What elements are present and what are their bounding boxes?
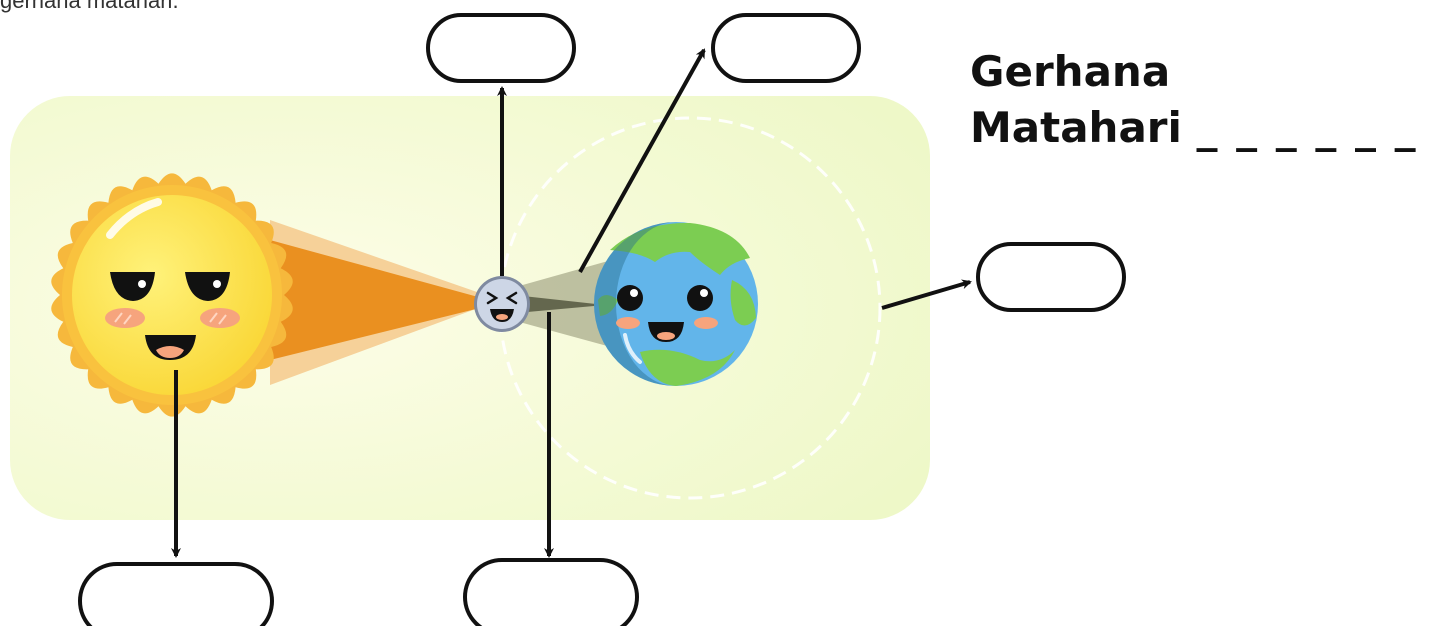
- arrow-shadow-up: [578, 48, 706, 273]
- label-box-top-right[interactable]: [711, 13, 861, 83]
- label-box-top-moon[interactable]: [426, 13, 576, 83]
- sun-icon: [51, 173, 293, 417]
- arrow-orbit-right: [881, 279, 972, 310]
- moon-icon: [474, 276, 530, 332]
- label-box-orbit[interactable]: [976, 242, 1126, 312]
- label-box-sun[interactable]: [78, 562, 274, 626]
- moon-umbra-shadow: [505, 294, 605, 314]
- diagram-title: Gerhana Matahari _ _ _ _ _ _ _: [970, 44, 1434, 156]
- label-box-shadow[interactable]: [463, 558, 639, 626]
- title-line-2: Matahari _ _ _ _ _ _ _: [970, 100, 1434, 156]
- title-line-1: Gerhana: [970, 47, 1171, 96]
- sun-left-eye: [110, 272, 155, 301]
- sun-right-eye: [185, 272, 230, 301]
- title-word-matahari: Matahari: [970, 103, 1182, 152]
- earth-icon: [594, 222, 758, 386]
- umbra-cone: [270, 240, 500, 360]
- instruction-text: gerhana matahari.: [0, 0, 179, 13]
- title-blank[interactable]: _ _ _ _ _ _ _: [1196, 103, 1434, 152]
